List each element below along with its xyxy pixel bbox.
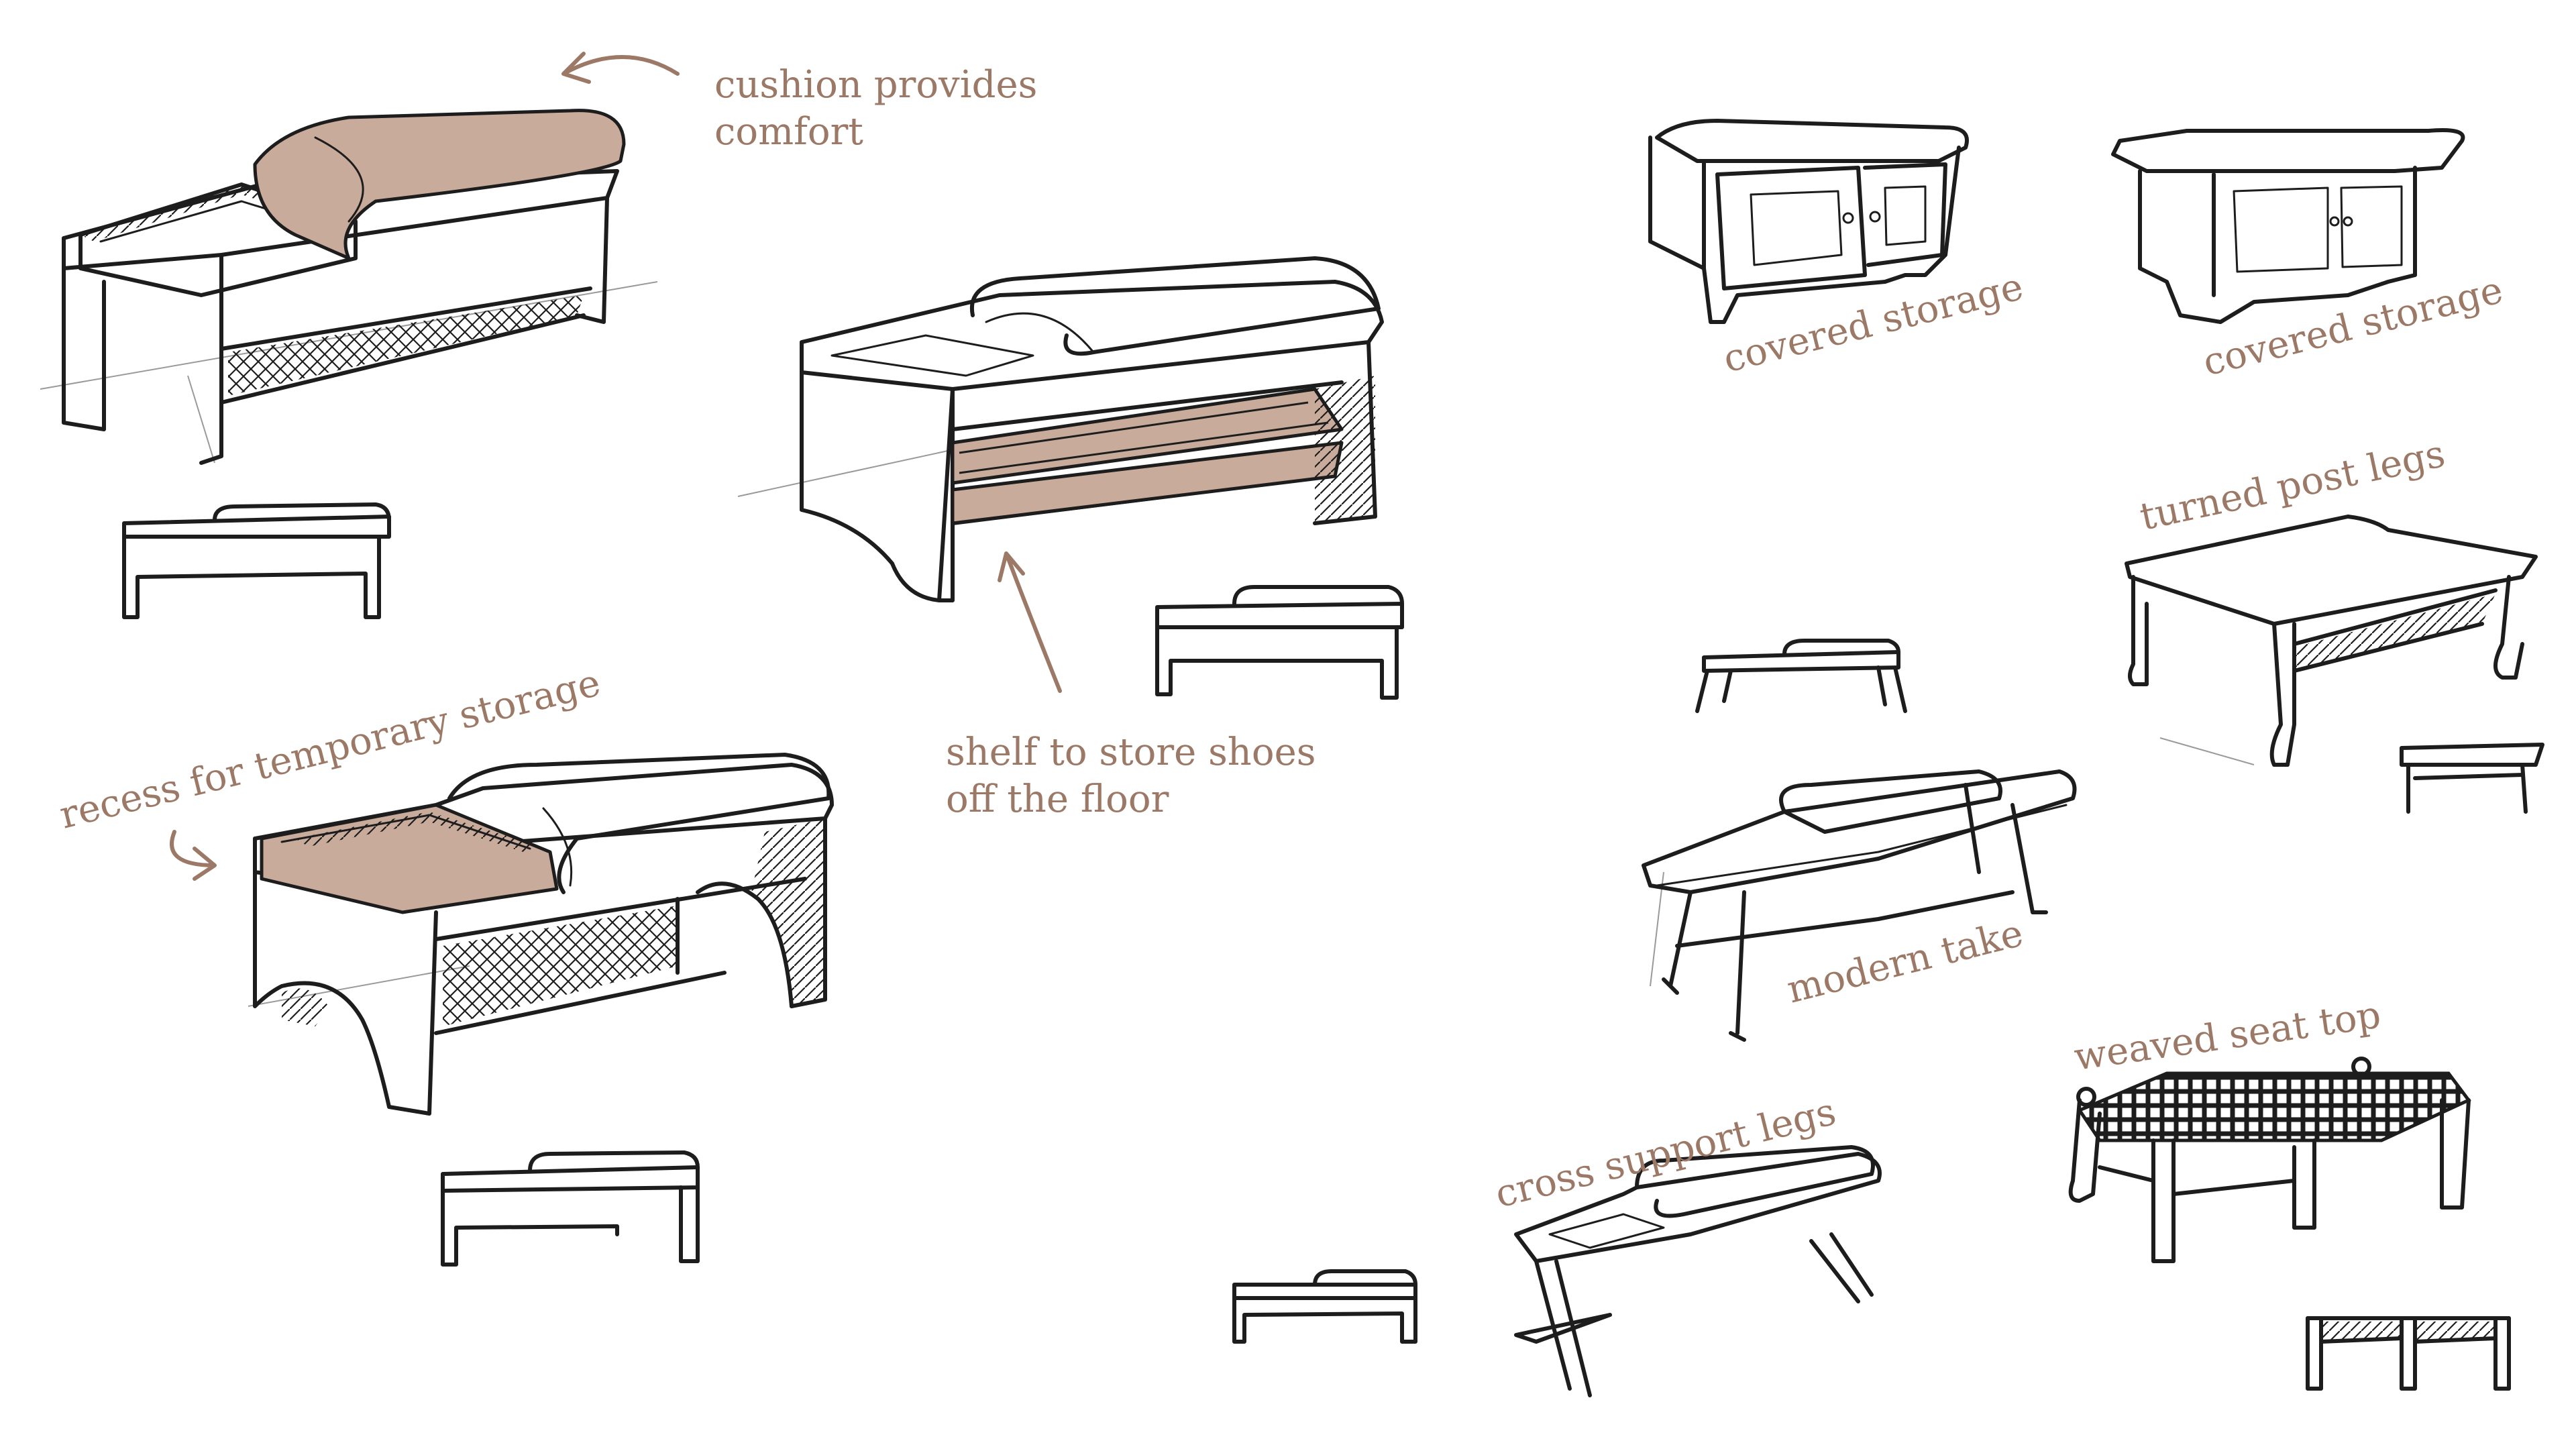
elevation-shoe-shelf-bench <box>1155 585 1404 700</box>
elevation-recess-bench <box>441 1150 700 1267</box>
sketch-covered-storage-1 <box>1648 119 1969 324</box>
sketch-turned-post-legs <box>2125 515 2538 767</box>
annotation-cushion: cushion provides comfort <box>714 63 1049 154</box>
annotation-shelf: shelf to store shoes off the floor <box>946 731 1328 821</box>
sketch-modern-take <box>1642 769 2077 1042</box>
sketch-weaved-seat-top <box>2068 1057 2471 1263</box>
sketch-recess-bench <box>248 753 834 1116</box>
arrow-cushion <box>561 52 680 84</box>
annotation-covered-storage-2: covered storage <box>2199 268 2508 385</box>
elevation-weaved-seat-top <box>2306 1316 2511 1391</box>
annotation-weaved-seat-top: weaved seat top <box>2072 993 2383 1079</box>
arrow-recess <box>170 830 217 881</box>
sketch-shoe-shelf-bench <box>737 256 1384 602</box>
elevation-turned-post-legs <box>2400 743 2544 814</box>
annotation-turned-post-legs: turned post legs <box>2136 432 2449 539</box>
arrow-shelf <box>998 551 1062 693</box>
elevation-cushioned-bench <box>122 502 391 619</box>
sketch-cushioned-bench <box>40 109 658 465</box>
cushion-highlight <box>253 109 626 260</box>
sketch-covered-storage-2 <box>2111 128 2465 324</box>
annotation-recess: recess for temporary storage <box>56 661 605 837</box>
sketch-cross-support-legs <box>1514 1145 1882 1397</box>
elevation-covered-storage <box>1695 639 1907 713</box>
elevation-cross-support-legs <box>1232 1269 1417 1344</box>
